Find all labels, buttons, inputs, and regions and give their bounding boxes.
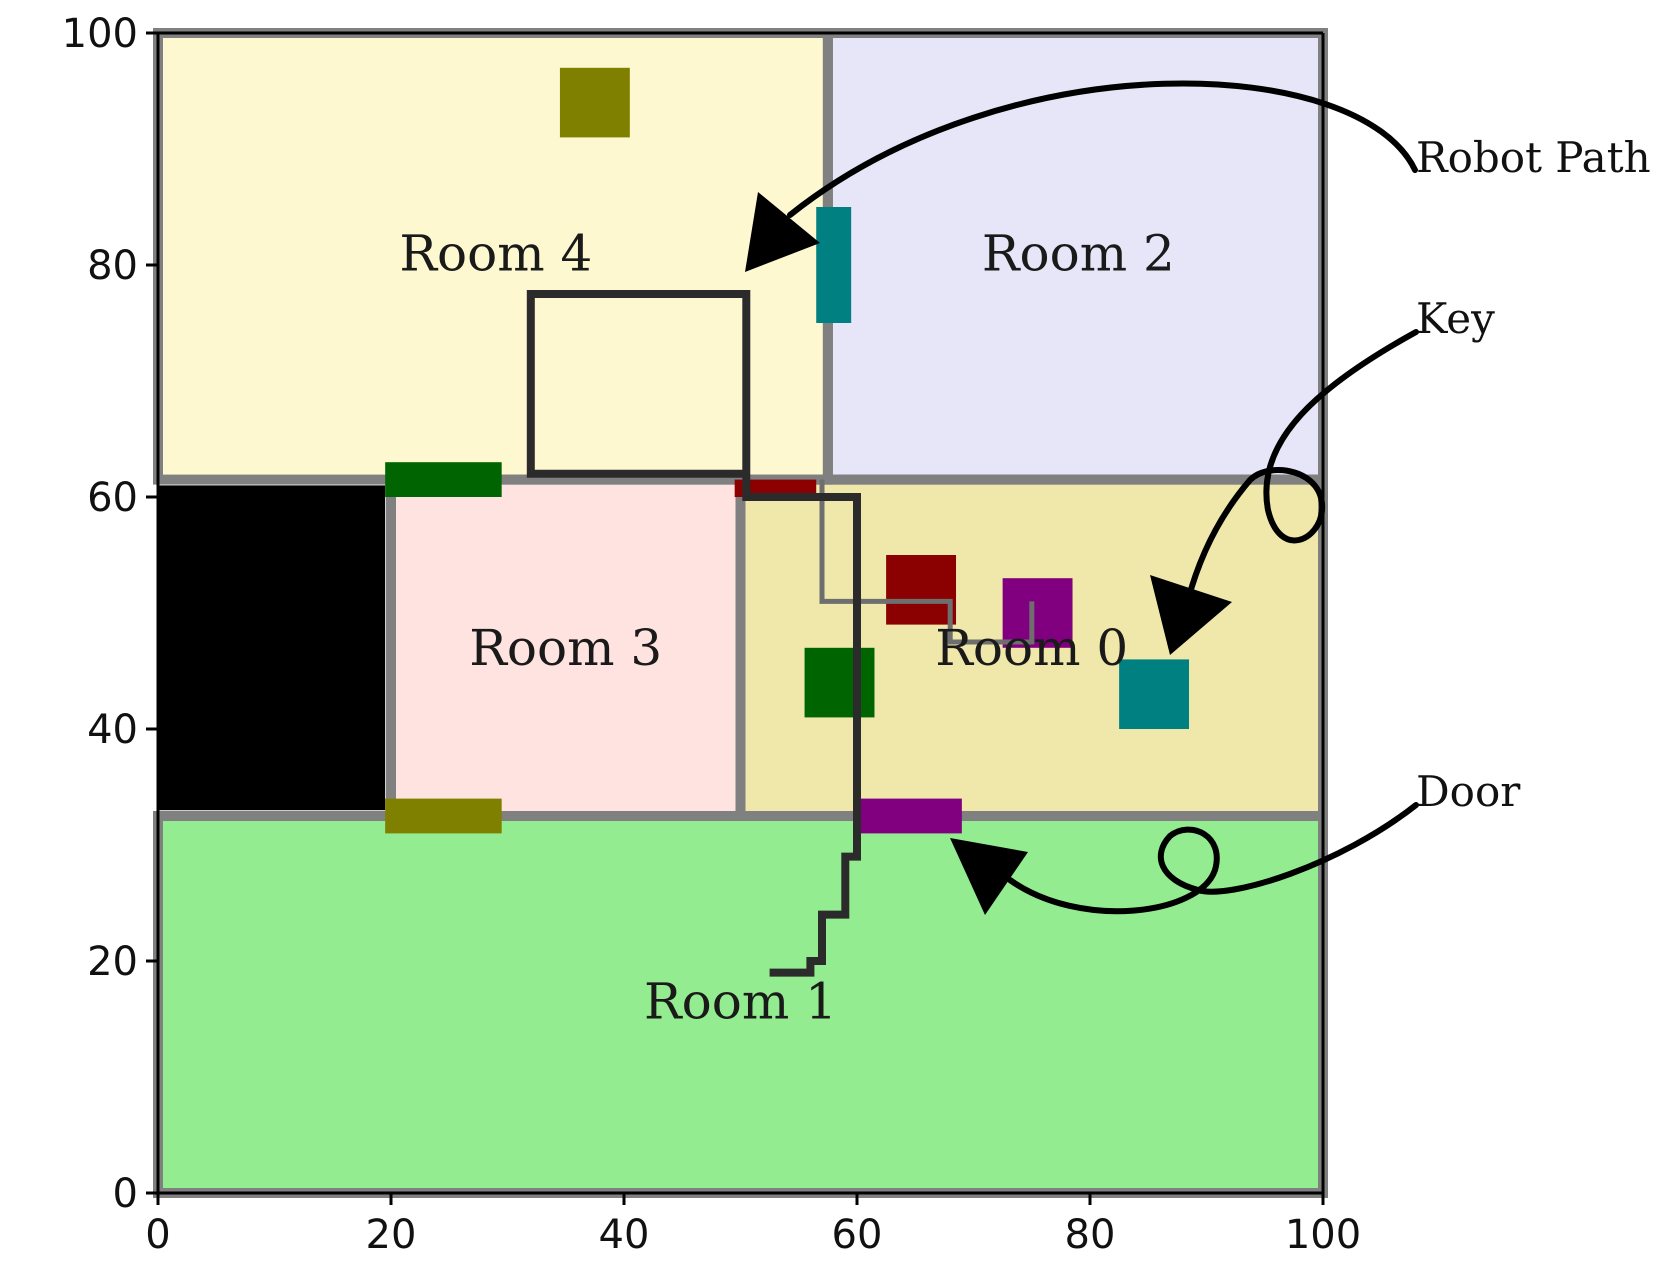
room-3-label: Room 3 (469, 619, 662, 677)
green-block (804, 647, 875, 718)
door-label: Door (1416, 767, 1521, 816)
path-layer (526, 290, 1035, 977)
y-tick-label: 60 (87, 475, 138, 521)
olive-door (385, 798, 502, 834)
door-arrow-curve (1007, 802, 1419, 915)
key-label: Key (1416, 294, 1495, 343)
purple-door (857, 798, 962, 834)
y-tick-label: 100 (62, 11, 138, 57)
robot-path (526, 290, 861, 977)
y-tick-label: 40 (87, 707, 138, 753)
rooms-layer (158, 33, 1323, 1193)
room-1-label: Room 1 (644, 973, 837, 1031)
purple-block (1002, 578, 1073, 648)
olive-block-top (559, 67, 630, 138)
room-3-area (391, 479, 741, 816)
robot-path-annotation: Robot Path (745, 80, 1651, 272)
x-tick-label: 0 (145, 1212, 170, 1258)
robot-path-arrow-curve (787, 80, 1418, 218)
room-2-label: Room 2 (982, 224, 1175, 282)
room-4-label: Room 4 (399, 224, 592, 282)
robot-path-label: Robot Path (1416, 133, 1651, 182)
axes-layer: 0 20 40 60 80 100 0 20 40 60 80 100 (62, 11, 1362, 1258)
dark-red-block (886, 555, 957, 625)
green-door (385, 462, 502, 497)
door-annotation: Door (950, 767, 1521, 915)
robot-path-arrowhead (745, 192, 820, 272)
objects-layer (385, 67, 1190, 834)
key-arrowhead (1150, 575, 1232, 655)
x-tick-label: 100 (1285, 1212, 1361, 1258)
blocked-layer (158, 485, 386, 811)
teal-door (816, 207, 852, 323)
y-tick-label: 0 (113, 1171, 138, 1217)
x-tick-label: 20 (366, 1212, 417, 1258)
room-labels-layer: Room 4 Room 2 Room 3 Room 0 Room 1 (399, 224, 1174, 1030)
blocked-area (158, 485, 386, 811)
teal-key (1119, 659, 1190, 729)
room-0-label: Room 0 (935, 619, 1128, 677)
y-tick-label: 20 (87, 939, 138, 985)
dark-red-door (734, 479, 817, 497)
ghost-path (819, 479, 1035, 645)
x-tick-label: 80 (1065, 1212, 1116, 1258)
room-2-area (827, 33, 1323, 480)
door-arrowhead (950, 838, 1028, 915)
x-tick-label: 60 (832, 1212, 883, 1258)
x-tick-label: 40 (599, 1212, 650, 1258)
key-annotation: Key (1150, 294, 1495, 655)
room-1-area (158, 816, 1323, 1193)
key-arrow-curve (1185, 329, 1419, 603)
y-tick-label: 80 (87, 243, 138, 289)
room-4-area (158, 33, 828, 480)
